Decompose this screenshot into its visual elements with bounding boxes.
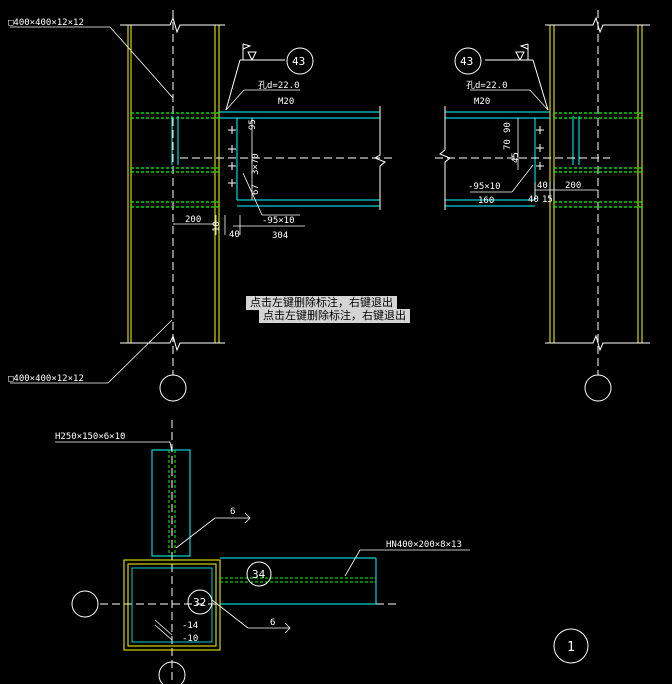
weld-symbol-right <box>485 43 549 111</box>
grid-bubble-plan-bottom <box>158 661 186 684</box>
dim-15-right: 15 <box>542 195 553 205</box>
plan-leaders <box>55 441 470 641</box>
beam-right <box>445 111 550 207</box>
beam-left <box>219 111 380 207</box>
bubble-43-right <box>454 47 482 75</box>
plan-weld-top: 6 <box>230 507 235 517</box>
dims-left <box>173 89 305 235</box>
plate-len-right: 160 <box>478 196 494 206</box>
plan-stub <box>151 449 191 557</box>
sheet-number-text: 1 <box>567 640 575 655</box>
dim-10-left: 10 <box>212 221 222 232</box>
beam-break-left <box>373 106 386 210</box>
bolt-spec-left: M20 <box>278 97 294 107</box>
plate-len-left: 304 <box>272 231 288 241</box>
hole-spec-right: 孔d=22.0 <box>466 80 508 91</box>
grid-bubble-plan <box>71 590 99 618</box>
bolts-right <box>536 126 544 170</box>
elevation-left: 43 □400×400×12×12 □400×400×12×12 孔d=22.0… <box>8 10 395 402</box>
plate-right: -95×10 <box>468 182 501 192</box>
plan-plate-10: -10 <box>182 634 198 644</box>
bubble-43-left-text: 43 <box>292 55 305 68</box>
dim-45-right: 45 <box>511 152 521 163</box>
column-leaders-left <box>10 26 174 384</box>
stub-right <box>572 116 580 165</box>
plan-plate-14: -14 <box>182 621 198 631</box>
beam-break-right <box>439 106 451 210</box>
plan-weld-bottom: 6 <box>270 618 275 628</box>
column-right <box>549 25 643 343</box>
dim-90-right: 90 <box>503 122 513 133</box>
dim-200-right: 200 <box>565 181 581 191</box>
elevation-right: 43 孔d=22.0 M20 90 70 45 -95×10 160 40 20… <box>435 10 650 402</box>
plate-left: -95×10 <box>262 216 295 226</box>
dim-spacing-left: 3×70 <box>251 153 261 175</box>
grid-bubble-left <box>159 374 187 402</box>
dim-40-right: 40 <box>537 181 548 191</box>
bubble-34-text: 34 <box>252 568 266 581</box>
stiffeners-left <box>131 112 219 208</box>
plan-beam <box>220 557 377 605</box>
bolt-spec-right: M20 <box>474 97 490 107</box>
stub-left <box>171 116 179 165</box>
bubble-32 <box>187 589 213 615</box>
plan-stub-label: H250×150×6×10 <box>55 432 125 442</box>
break-lines-left <box>120 16 225 352</box>
column-label-top: □400×400×12×12 <box>8 18 84 28</box>
dim-67-left: 67 <box>251 184 261 195</box>
dim-70-right: 70 <box>503 139 513 150</box>
sheet-number-bubble <box>553 628 589 664</box>
plan-beam-label: HN400×200×8×13 <box>386 540 462 550</box>
dims-right <box>470 89 598 200</box>
dim-40-left: 40 <box>229 230 240 240</box>
bubble-34 <box>246 561 272 587</box>
command-prompt-tooltip: 点击左键删除标注，右键退出 <box>246 296 397 310</box>
dim-40b-right: 40 <box>528 195 539 205</box>
column-label-bottom: □400×400×12×12 <box>8 374 84 384</box>
bubble-32-text: 32 <box>193 596 206 609</box>
bubble-43-left <box>286 47 314 75</box>
command-prompt-tooltip-echo: 点击左键删除标注，右键退出 <box>259 309 410 323</box>
bolts-left <box>228 126 236 187</box>
weld-symbol-left <box>225 43 285 111</box>
plan-view: 34 32 H250×150×6×10 HN400×200×8×13 6 6 -… <box>55 420 470 684</box>
hole-spec-left: 孔d=22.0 <box>258 80 300 91</box>
dim-200-left: 200 <box>185 215 201 225</box>
bubble-43-right-text: 43 <box>460 55 473 68</box>
column-left <box>127 25 220 343</box>
dim-95-left: 95 <box>248 119 258 130</box>
grid-bubble-right <box>584 374 612 402</box>
